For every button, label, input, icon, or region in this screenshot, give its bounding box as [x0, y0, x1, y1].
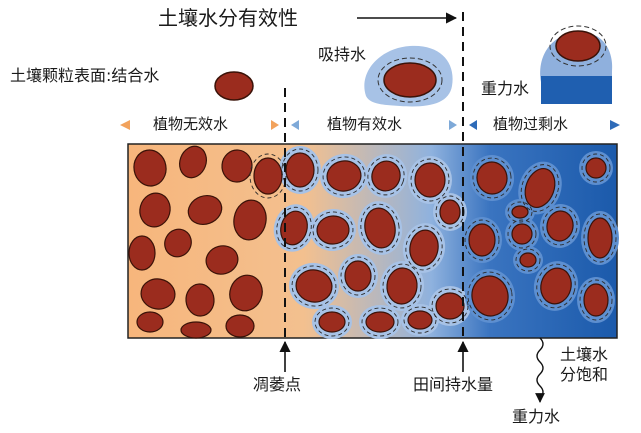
soil-particle — [414, 162, 446, 198]
zone-label-available: 植物有效水 — [324, 116, 406, 132]
soil-particle — [540, 267, 572, 305]
field-capacity-label: 田间持水量 — [413, 375, 494, 394]
water-film-outline — [314, 307, 350, 337]
soil-particle — [205, 245, 239, 275]
bound-water-particle-icon — [214, 71, 254, 101]
soil-particle — [364, 207, 396, 249]
held-water-particle-icon — [364, 45, 453, 107]
zone-divider-arrow-1b — [291, 120, 299, 130]
soil-particle — [128, 235, 156, 271]
zone-bar-left-arrow — [120, 120, 130, 130]
water-film-outline — [322, 156, 366, 196]
water-film-outline — [431, 288, 469, 324]
soil-particle — [409, 229, 439, 267]
soil-particle — [407, 310, 433, 330]
soil-particle — [511, 223, 533, 245]
soil-particle — [180, 321, 212, 339]
gravity-water-bottom-label: 重力水 — [512, 407, 561, 426]
diagram-title: 土壤水分有效性 — [158, 6, 298, 30]
soil-particle — [524, 168, 556, 208]
soil-particle — [221, 149, 253, 183]
soil-particle — [316, 215, 350, 245]
water-film-outline — [472, 157, 512, 199]
water-film-outline — [367, 156, 405, 196]
soil-particle — [133, 149, 167, 187]
soil-particle — [511, 205, 529, 219]
water-film-outline — [312, 211, 354, 249]
water-film-outline — [410, 158, 450, 202]
soil-particle — [587, 217, 613, 259]
soil-particle — [253, 157, 283, 195]
gravity-water-top-label: 重力水 — [481, 79, 530, 98]
water-film-outline — [291, 265, 337, 307]
soil-particle — [280, 210, 308, 246]
soil-particle — [185, 283, 215, 317]
soil-cross-section — [127, 143, 619, 339]
water-film-outline — [403, 306, 437, 334]
soil-particle — [435, 292, 465, 320]
soil-particle — [439, 199, 461, 225]
soil-particle — [546, 210, 574, 242]
held-water-label: 吸持水 — [318, 45, 367, 64]
soil-particle — [318, 311, 346, 333]
bound-water-label: 土壤颗粒表面:结合水 — [10, 66, 160, 85]
water-film-outline — [583, 213, 617, 263]
soil-particle — [344, 260, 372, 292]
zone-bar-right-arrow — [610, 120, 620, 130]
soil-particle — [326, 160, 362, 192]
gravity-water-particle-icon — [540, 25, 613, 104]
soil-particle — [229, 274, 263, 312]
soil-particle — [365, 311, 395, 333]
water-film-outline — [360, 203, 400, 253]
soil-particle — [583, 283, 609, 317]
soil-particle — [585, 157, 607, 179]
water-film-outline — [515, 248, 541, 272]
soil-particle — [136, 311, 164, 333]
water-film-outline — [581, 153, 611, 183]
zone-label-excess: 植物过剩水 — [490, 116, 572, 132]
water-film-outline — [281, 148, 319, 192]
soil-particle — [386, 267, 418, 305]
soil-particle — [139, 192, 171, 228]
zone-divider-arrow-1a — [271, 120, 279, 130]
soil-particle — [187, 195, 223, 225]
water-film-outline — [536, 263, 576, 309]
water-film-outline — [361, 307, 399, 337]
soil-particle — [295, 269, 333, 303]
soil-particle — [140, 278, 176, 310]
soil-particle — [471, 275, 509, 317]
zone-divider-arrow-2a — [449, 120, 457, 130]
water-film-outline — [249, 153, 287, 199]
soil-particle — [371, 160, 401, 192]
drainage-wavy-arrow — [535, 337, 545, 403]
soil-particle — [476, 161, 508, 195]
soil-particle — [468, 223, 496, 257]
water-film-outline — [579, 279, 613, 321]
soil-particle — [225, 314, 255, 338]
saturation-label: 土壤水 分饱和 — [560, 345, 609, 384]
soil-particle — [519, 252, 537, 268]
water-film-outline — [507, 219, 537, 249]
water-film-outline — [340, 256, 376, 296]
soil-particle — [233, 199, 267, 241]
zone-divider-arrow-2b — [469, 120, 477, 130]
wilting-point-label: 凋萎点 — [253, 375, 302, 394]
soil-particle — [179, 145, 207, 179]
water-film-outline — [542, 206, 578, 246]
water-film-outline — [464, 219, 500, 261]
zone-label-unavailable: 植物无效水 — [150, 116, 232, 132]
soil-particle — [164, 228, 192, 258]
water-film-outline — [507, 201, 533, 223]
soil-particle — [285, 152, 315, 188]
water-film-outline — [467, 271, 513, 321]
water-film-outline — [382, 263, 422, 309]
water-film-outline — [405, 225, 443, 271]
